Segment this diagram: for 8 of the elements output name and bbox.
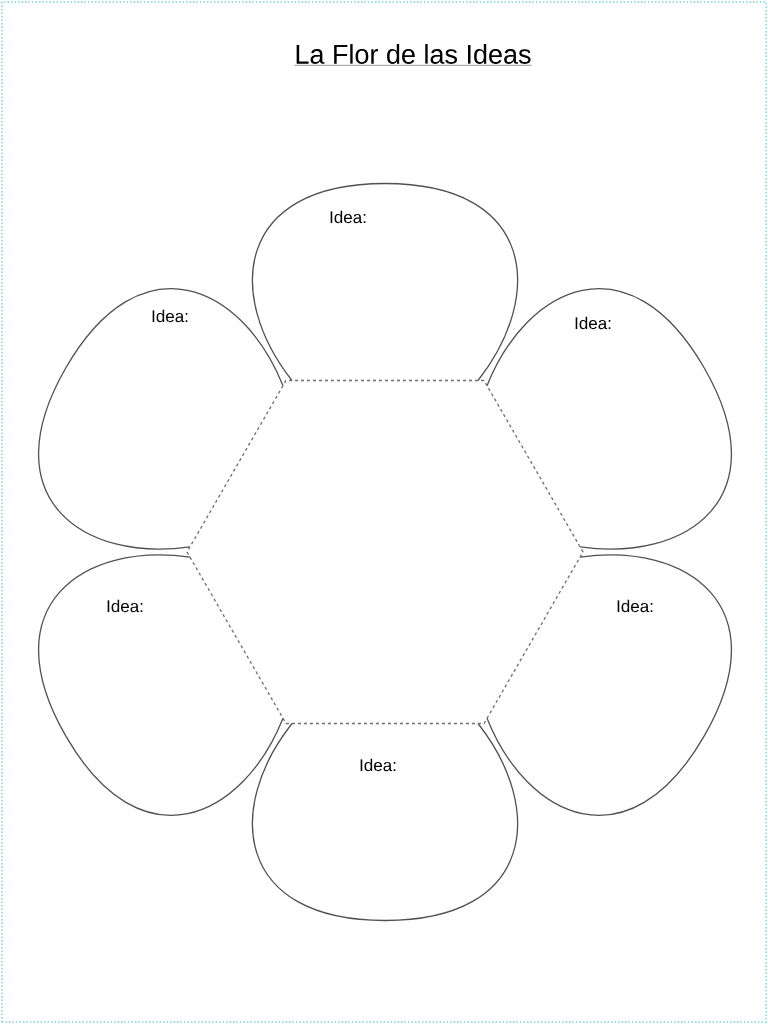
- petal: Idea:: [37, 288, 284, 550]
- title: La Flor de las Ideas: [294, 44, 532, 66]
- petal: Idea:: [252, 722, 518, 922]
- dashed-hexagon: [186, 379, 584, 725]
- petal: Idea:: [252, 182, 518, 382]
- petal: Idea:: [486, 288, 733, 550]
- petal: Idea:: [486, 554, 733, 816]
- petal: Idea:: [37, 554, 284, 816]
